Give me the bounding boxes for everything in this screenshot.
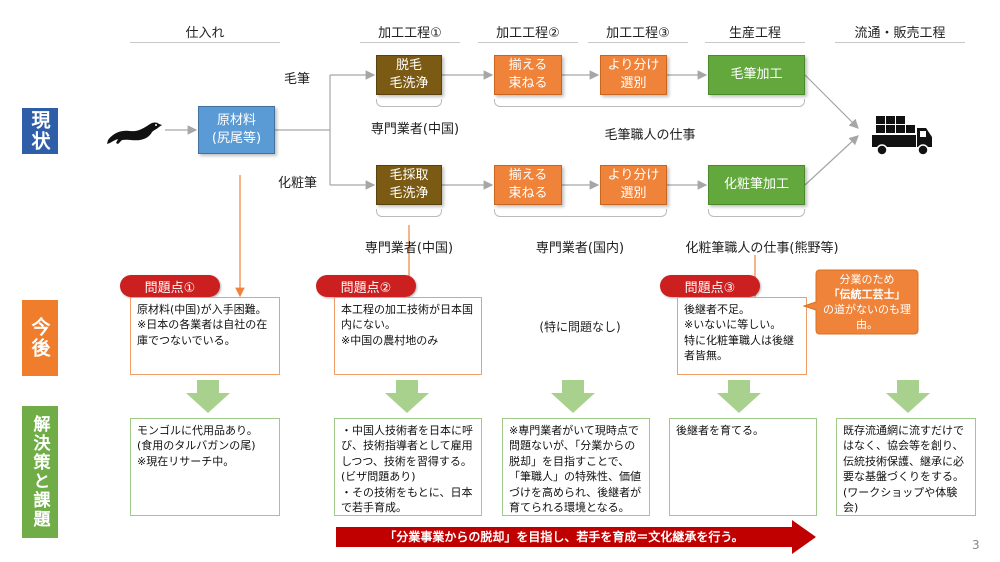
green-down-arrow	[385, 380, 429, 413]
col-header-kakou2: 加工工程②	[496, 26, 560, 41]
soroeru-box-top: 揃える 束ねる	[494, 55, 562, 95]
green-down-arrow	[551, 380, 595, 413]
col-header-seisan: 生産工程	[728, 26, 781, 41]
solution-box-3: ※専門業者がいて現時点で問題ないが、「分業からの脱却」を目指すことで、「筆職人」…	[502, 418, 650, 516]
row-label-kaiketsu: 解決策と課題	[22, 406, 58, 538]
page-number: 3	[972, 538, 980, 552]
raw-material-box: 原材料 (尻尾等)	[198, 106, 275, 154]
label-kesho-shigoto: 化粧筆職人の仕事(熊野等)	[685, 241, 839, 256]
callout-line-1: 分業のため	[839, 273, 895, 286]
label-senmon-china-2: 専門業者(中国)	[364, 241, 454, 256]
col-header-kakou3: 加工工程③	[606, 26, 670, 41]
problem-box-1: 原材料(中国)が入手困難。 ※日本の各業者は自社の在庫でつないでいる。	[130, 297, 280, 375]
label-mohitsu-shigoto: 毛筆職人の仕事	[604, 128, 696, 143]
bracket	[494, 209, 667, 217]
datsumo-box: 脱毛 毛洗浄	[376, 55, 442, 95]
callout-bubble	[802, 269, 919, 335]
bracket	[376, 209, 442, 217]
soroeru-box-bottom: 揃える 束ねる	[494, 165, 562, 205]
problem-tag-3: 問題点③	[660, 275, 760, 297]
banner-arrow	[336, 520, 816, 554]
row-label-kongo: 今後	[22, 300, 58, 376]
bracket	[376, 99, 442, 107]
solution-box-1: モンゴルに代用品あり。 (食用のタルバガンの尾) ※現在リサーチ中。	[130, 418, 280, 516]
delivery-truck-icon	[872, 116, 932, 156]
solution-box-5: 既存流通網に流すだけではなく、協会等を創り、伝統技術保護、継承に必要な基盤づくり…	[836, 418, 976, 516]
weasel-icon	[107, 122, 162, 144]
callout-line-3: の道がないのも理由。	[823, 302, 911, 331]
col-header-shiire: 仕入れ	[185, 26, 225, 41]
col-underline	[478, 42, 578, 43]
label-senmon-kokunai: 専門業者(国内)	[535, 241, 625, 256]
problem-tag-1: 問題点①	[120, 275, 220, 297]
col-underline	[588, 42, 688, 43]
bracket	[708, 209, 805, 217]
col-header-kakou1: 加工工程①	[378, 26, 442, 41]
no-problem-text: (特に問題なし)	[539, 320, 621, 334]
col-underline	[705, 42, 805, 43]
callout-line-2: 「伝統工芸士」	[828, 287, 906, 301]
col-underline	[835, 42, 965, 43]
green-down-arrow	[717, 380, 761, 413]
banner-text: 「分業事業からの脱却」を目指し、若手を育成＝文化継承を行う。	[384, 530, 744, 544]
branch-label-kesho: 化粧筆	[278, 176, 318, 191]
solution-box-4: 後継者を育てる。	[669, 418, 817, 516]
problem-box-2: 本工程の加工技術が日本国内にない。 ※中国の農村地のみ	[334, 297, 482, 375]
callout-text: 分業のため 「伝統工芸士」 の道がないのも理由。	[818, 273, 916, 332]
mohitsu-box: 毛筆加工	[708, 55, 805, 95]
green-down-arrow	[886, 380, 930, 413]
kesaishu-box: 毛採取 毛洗浄	[376, 165, 442, 205]
yoriwake-box-top: より分け 選別	[600, 55, 667, 95]
col-header-ryutsu: 流通・販売工程	[854, 26, 946, 41]
solution-box-2: ・中国人技術者を日本に呼び、技術指導者として雇用しつつ、技術を習得する。 (ビザ…	[334, 418, 482, 516]
green-down-arrow	[186, 380, 230, 413]
problem-box-3: 後継者不足。 ※いないに等しい。 特に化粧筆職人は後継者皆無。	[677, 297, 807, 375]
row-label-genjo: 現状	[22, 108, 58, 154]
bracket	[494, 99, 805, 107]
col-underline	[130, 42, 280, 43]
label-senmon-china-1: 専門業者(中国)	[370, 122, 460, 137]
problem-tag-2: 問題点②	[316, 275, 416, 297]
yoriwake-box-bottom: より分け 選別	[600, 165, 667, 205]
branch-label-fude: 毛筆	[284, 72, 311, 87]
keshofude-box: 化粧筆加工	[708, 165, 805, 205]
col-underline	[360, 42, 460, 43]
